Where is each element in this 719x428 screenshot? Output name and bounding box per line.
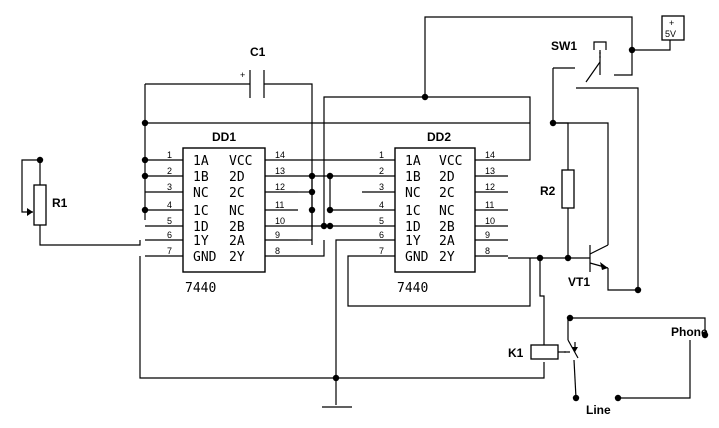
pin-label: 1B bbox=[193, 170, 209, 185]
chip-dd1-body bbox=[182, 147, 266, 273]
pin-label: 2B bbox=[439, 220, 455, 235]
resistor-r2-label: R2 bbox=[540, 184, 556, 198]
pin-number: 14 bbox=[275, 150, 285, 160]
pin-label: 1A bbox=[193, 154, 209, 169]
pin-number: 9 bbox=[275, 230, 280, 240]
pin-number: 13 bbox=[275, 166, 285, 176]
pin-label: 1C bbox=[193, 204, 209, 219]
pin-number: 10 bbox=[275, 216, 285, 226]
wires bbox=[21, 16, 706, 405]
phone-label: Phone bbox=[671, 325, 708, 339]
pin-number: 1 bbox=[167, 150, 172, 160]
chip-dd2-name: DD2 bbox=[427, 130, 451, 144]
resistor-r2: R2 bbox=[540, 169, 575, 209]
pin-label: GND bbox=[405, 250, 429, 265]
pin-number: 14 bbox=[485, 150, 495, 160]
pin-label: 1B bbox=[405, 170, 421, 185]
pin-label: 1A bbox=[405, 154, 421, 169]
resistor-r1-label: R1 bbox=[52, 196, 68, 210]
pin-label: 1Y bbox=[193, 234, 209, 249]
pin-label: 2B bbox=[229, 220, 245, 235]
pin-number: 2 bbox=[167, 166, 172, 176]
pin-label: 2A bbox=[439, 234, 455, 249]
pin-label: 1Y bbox=[405, 234, 421, 249]
pin-number: 6 bbox=[379, 230, 384, 240]
pin-label: VCC bbox=[439, 154, 462, 169]
pin-number: 4 bbox=[167, 200, 172, 210]
pin-label: 2A bbox=[229, 234, 245, 249]
pin-number: 10 bbox=[485, 216, 495, 226]
chip-dd2-part: 7440 bbox=[397, 281, 428, 296]
pin-label: NC bbox=[229, 204, 245, 219]
relay-label: K1 bbox=[508, 346, 524, 360]
pin-number: 5 bbox=[379, 216, 384, 226]
pin-number: 11 bbox=[275, 200, 284, 210]
switch-label: SW1 bbox=[551, 39, 577, 53]
pin-label: GND bbox=[193, 250, 217, 265]
pin-label: 1D bbox=[193, 220, 209, 235]
capacitor-c1: C1 + bbox=[240, 45, 266, 98]
chip-dd1-part: 7440 bbox=[185, 281, 216, 296]
pin-number: 12 bbox=[275, 182, 285, 192]
pin-label: 2D bbox=[229, 170, 245, 185]
pin-number: 3 bbox=[167, 182, 172, 192]
pin-number: 8 bbox=[275, 246, 280, 256]
pin-number: 5 bbox=[167, 216, 172, 226]
relay-k1: K1 bbox=[508, 339, 579, 360]
chip-dd1-name: DD1 bbox=[212, 130, 236, 144]
pin-number: 8 bbox=[485, 246, 490, 256]
pin-label: NC bbox=[405, 186, 421, 201]
resistor-r1: R1 bbox=[27, 184, 68, 226]
pin-label: VCC bbox=[229, 154, 252, 169]
pin-number: 7 bbox=[379, 246, 384, 256]
pin-label: 1D bbox=[405, 220, 421, 235]
supply-5v: + 5V bbox=[661, 15, 685, 41]
pin-label: 1C bbox=[405, 204, 421, 219]
pin-label: 2Y bbox=[439, 250, 455, 265]
pin-label: NC bbox=[193, 186, 209, 201]
pin-number: 13 bbox=[485, 166, 495, 176]
switch-sw1: SW1 bbox=[551, 39, 607, 83]
pin-label: 2D bbox=[439, 170, 455, 185]
pin-label: 2C bbox=[439, 186, 455, 201]
capacitor-label: C1 bbox=[250, 45, 266, 59]
pin-label: 2C bbox=[229, 186, 245, 201]
supply-plus-sign: + bbox=[669, 18, 674, 28]
pin-label: 2Y bbox=[229, 250, 245, 265]
pin-number: 3 bbox=[379, 182, 384, 192]
pin-number: 4 bbox=[379, 200, 384, 210]
supply-label: 5V bbox=[665, 29, 676, 39]
pin-number: 11 bbox=[485, 200, 494, 210]
pin-number: 1 bbox=[379, 150, 384, 160]
transistor-vt1: VT1 bbox=[568, 244, 609, 289]
line-label: Line bbox=[586, 403, 611, 417]
pin-label: NC bbox=[439, 204, 455, 219]
pin-number: 6 bbox=[167, 230, 172, 240]
transistor-label: VT1 bbox=[568, 275, 590, 289]
pin-number: 9 bbox=[485, 230, 490, 240]
pin-number: 2 bbox=[379, 166, 384, 176]
capacitor-plus-sign: + bbox=[240, 70, 245, 80]
pin-number: 7 bbox=[167, 246, 172, 256]
pin-number: 12 bbox=[485, 182, 495, 192]
junction-dots bbox=[36, 46, 709, 402]
chip-dd2-body bbox=[394, 147, 476, 273]
